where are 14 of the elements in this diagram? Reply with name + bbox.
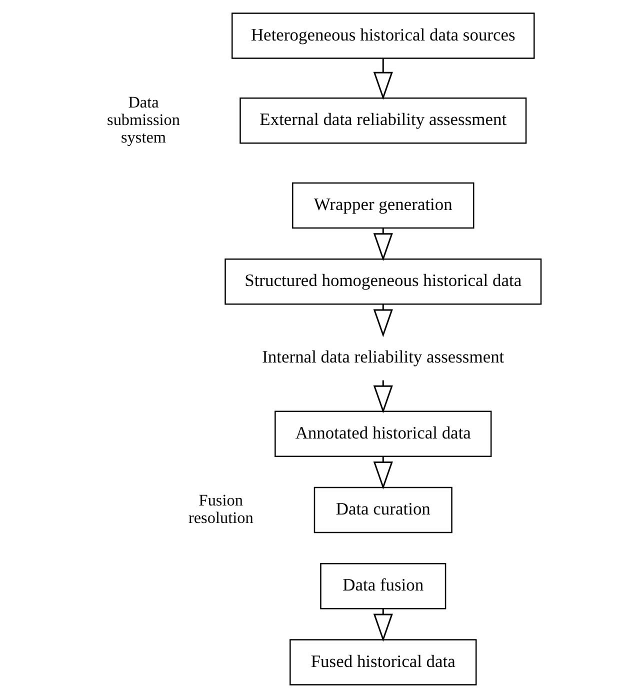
label: Data submission system (107, 93, 180, 146)
node-box: Structured homogeneous historical data (224, 258, 542, 305)
node-box: Wrapper generation (292, 182, 474, 229)
node-text: Internal data reliability assessment (262, 346, 504, 366)
node-box: Data fusion (320, 563, 446, 610)
node-box: Fused historical data (290, 639, 477, 686)
arrow (373, 304, 393, 338)
node-box: External data reliability assessment (240, 98, 527, 144)
node-box: Data curation (314, 486, 452, 534)
arrow (373, 608, 393, 642)
node-box: Annotated historical data (274, 410, 492, 457)
node-box: Heterogeneous historical data sources (232, 12, 535, 59)
arrow (373, 58, 393, 100)
label: Fusion resolution (188, 492, 254, 527)
